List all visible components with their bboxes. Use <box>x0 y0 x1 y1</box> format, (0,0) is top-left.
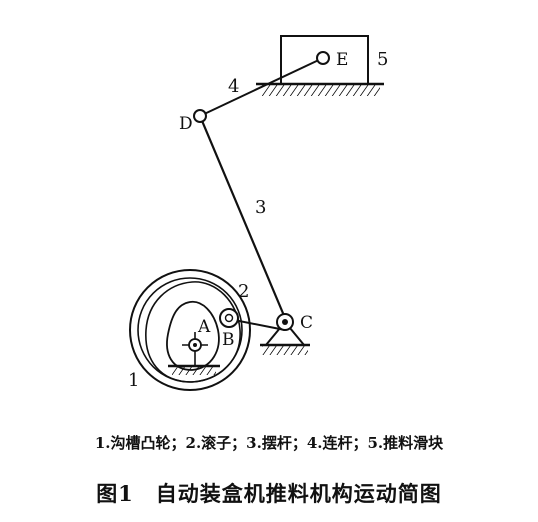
parts-legend: 1.沟槽凸轮；2.滚子；3.摆杆；4.连杆；5.推料滑块 <box>94 434 444 452</box>
grooved-cam <box>129 269 251 391</box>
label-e: E <box>336 50 348 70</box>
label-part-4: 4 <box>228 76 239 97</box>
label-part-5: 5 <box>377 49 388 70</box>
figure-title: 图1 自动装盒机推料机构运动简图 <box>96 481 442 506</box>
label-d: D <box>179 114 193 134</box>
pivot-support-c <box>260 313 310 355</box>
joint-d <box>193 109 207 123</box>
joint-e <box>316 51 330 65</box>
cam-pivot-a <box>168 332 220 375</box>
label-c: C <box>300 313 313 333</box>
label-b: B <box>222 330 235 350</box>
slider-block <box>280 35 369 85</box>
slider-guide-ground <box>256 82 384 96</box>
swing-arm-link <box>198 115 287 319</box>
connecting-rod-link <box>199 57 324 117</box>
label-a: A <box>197 317 211 337</box>
label-part-2: 2 <box>238 281 249 302</box>
label-part-3: 3 <box>255 197 266 218</box>
label-part-1: 1 <box>128 370 139 391</box>
roller <box>219 308 239 328</box>
